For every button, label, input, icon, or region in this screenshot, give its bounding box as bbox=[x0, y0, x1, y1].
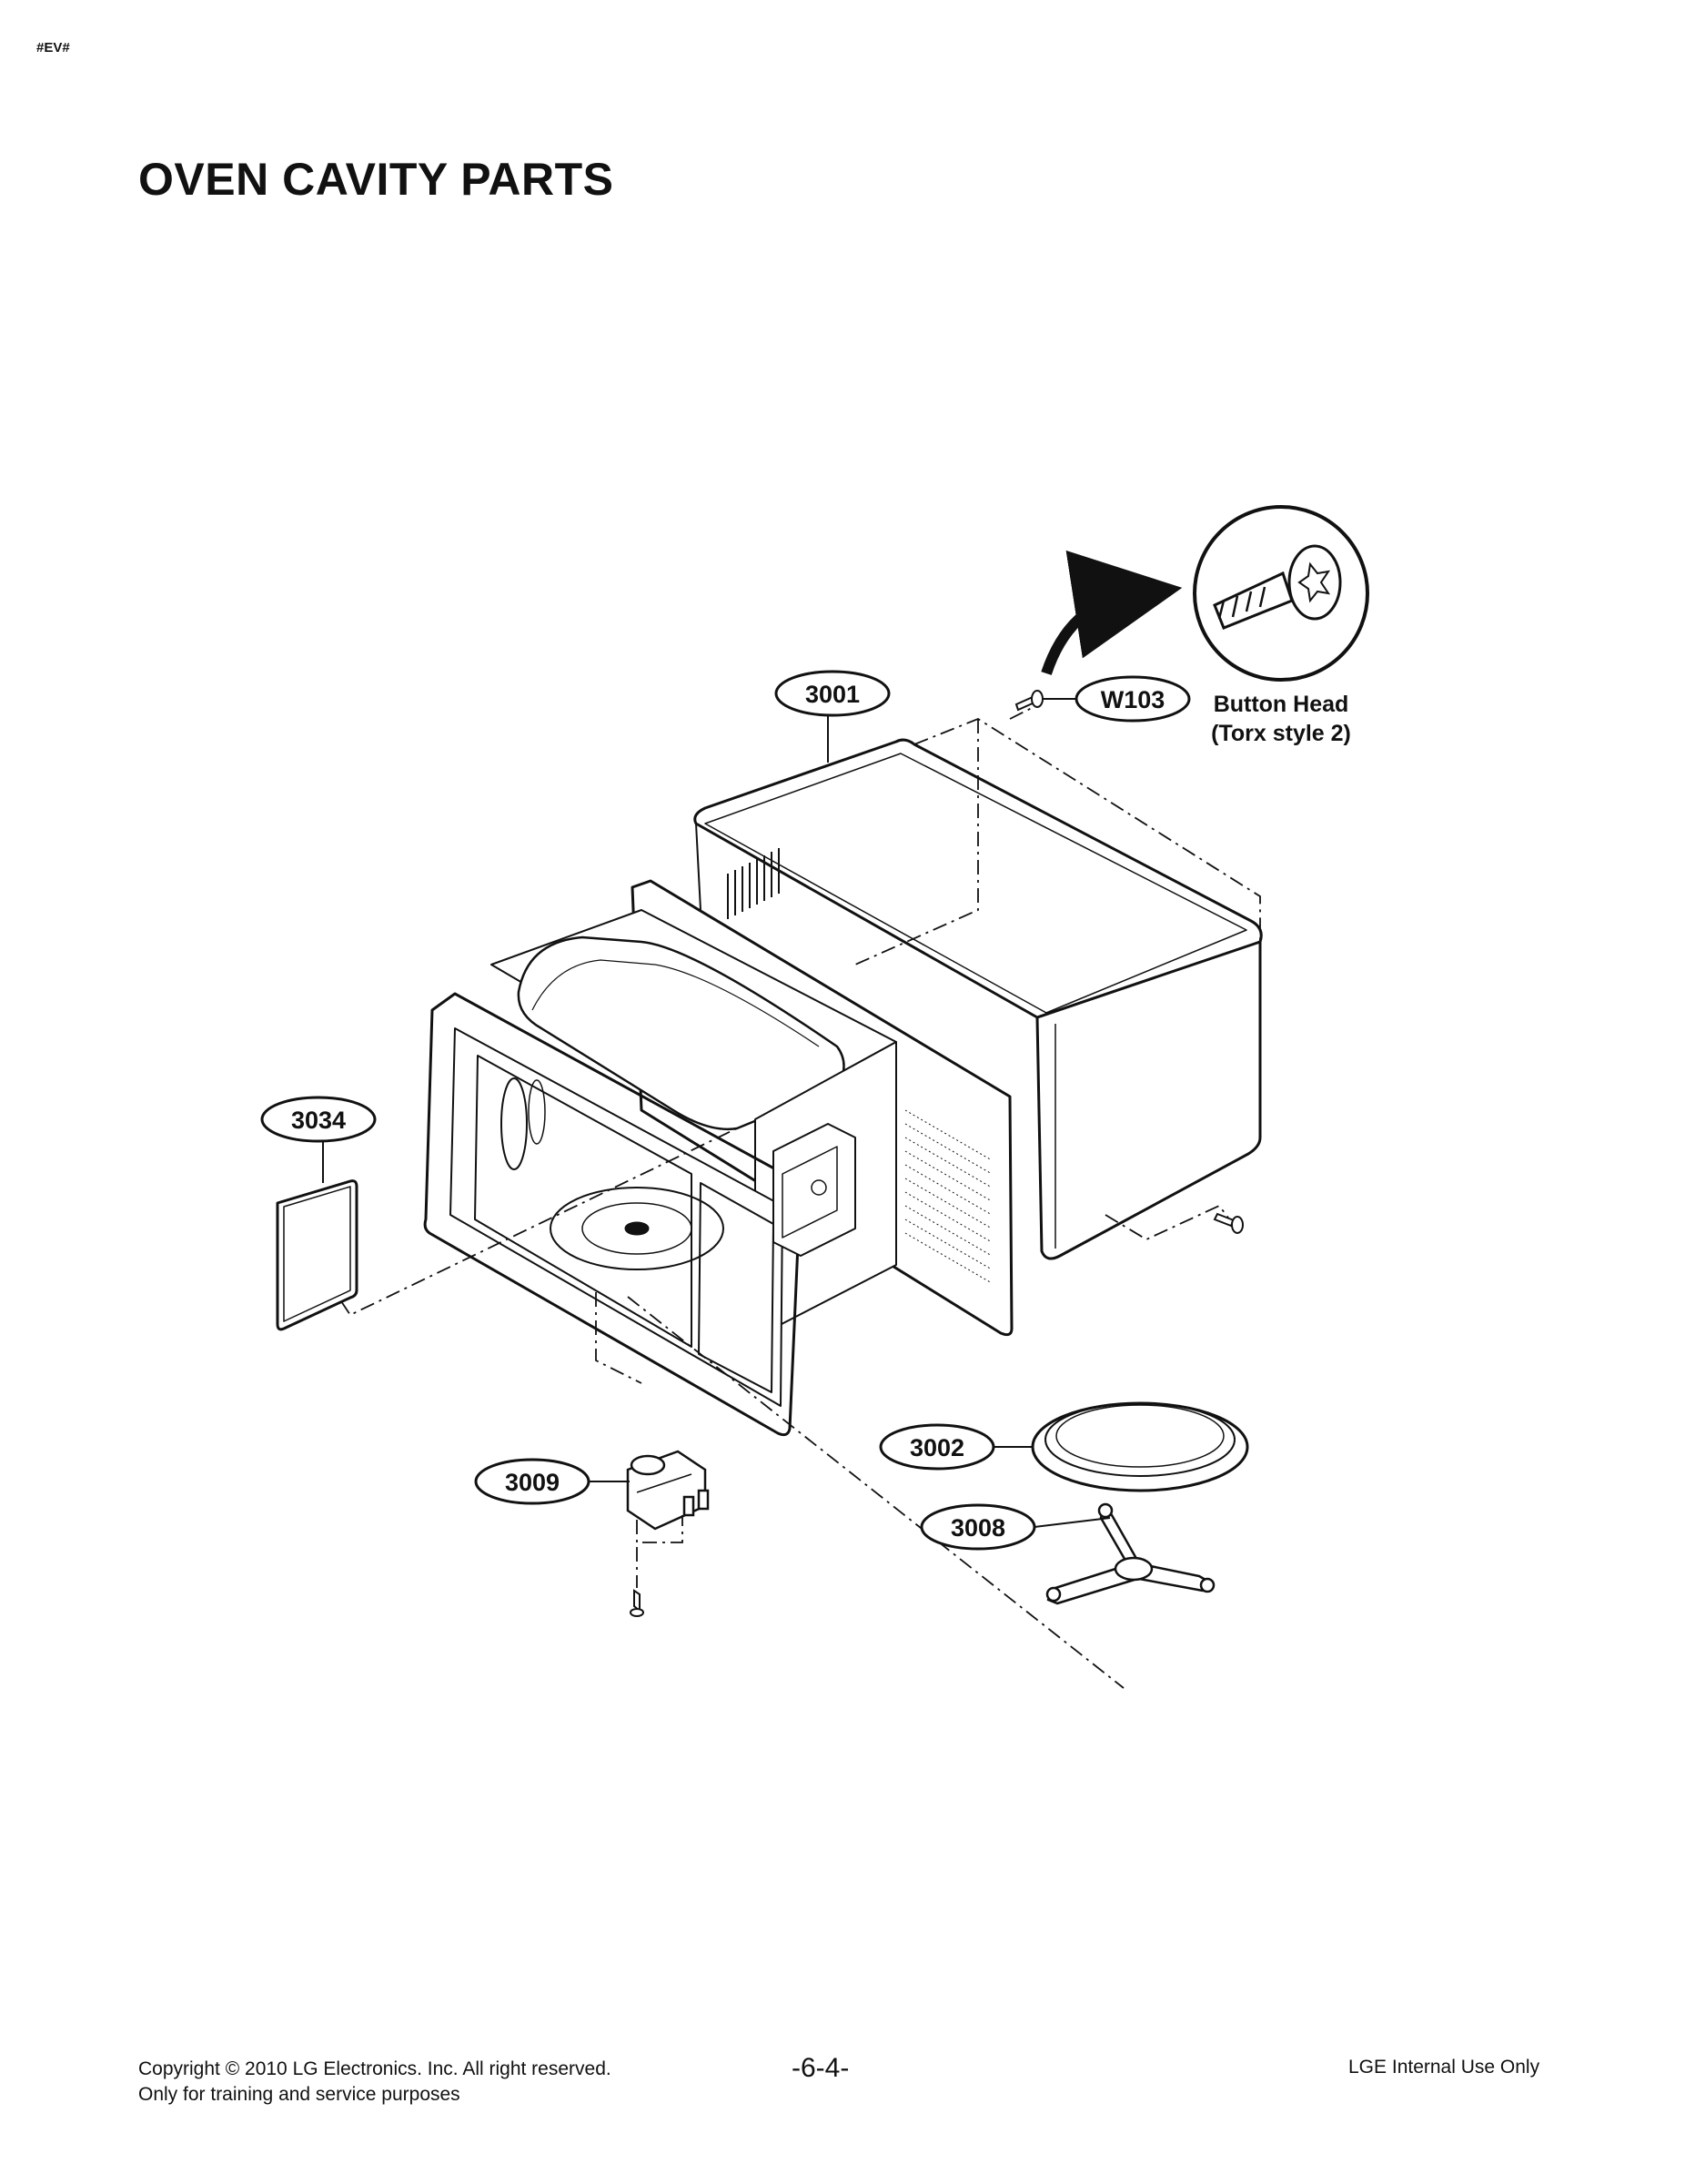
footer-copyright: Copyright © 2010 LG Electronics. Inc. Al… bbox=[138, 2057, 611, 2108]
callout-3034-label: 3034 bbox=[291, 1107, 346, 1134]
part-3034-cover bbox=[276, 1179, 358, 1331]
callout-3034 bbox=[260, 1096, 377, 1183]
page-title: OVEN CAVITY PARTS bbox=[138, 154, 614, 205]
detail-circle bbox=[1193, 505, 1369, 682]
case-vents bbox=[727, 848, 780, 919]
part-3002-tray bbox=[1031, 1401, 1249, 1492]
page-number: -6-4- bbox=[792, 2053, 850, 2083]
callout-3002 bbox=[879, 1423, 1034, 1471]
oven-cavity bbox=[423, 879, 1014, 1437]
callout-w103-label: W103 bbox=[1101, 686, 1165, 713]
callout-3001 bbox=[774, 670, 891, 763]
internal-use-note: LGE Internal Use Only bbox=[1348, 2057, 1540, 2078]
purpose-text: Only for training and service purposes bbox=[138, 2084, 460, 2105]
detail-label-line2: (Torx style 2) bbox=[1211, 721, 1351, 746]
part-3008-roller bbox=[1045, 1502, 1216, 1605]
callout-3002-label: 3002 bbox=[910, 1434, 964, 1461]
document-tag: #EV# bbox=[36, 40, 70, 56]
callout-3009 bbox=[474, 1458, 630, 1505]
callout-3008 bbox=[920, 1503, 1111, 1551]
screw-right bbox=[1213, 1212, 1244, 1234]
motor-alignment bbox=[636, 1515, 683, 1588]
copyright-text: Copyright © 2010 LG Electronics. Inc. Al… bbox=[138, 2058, 611, 2079]
cavity-alignment-lines bbox=[340, 1127, 1125, 1689]
screw-w103 bbox=[1014, 690, 1044, 712]
callout-w103 bbox=[1042, 675, 1191, 723]
part-3009-motor bbox=[626, 1450, 710, 1531]
case-alignment-lines bbox=[854, 704, 1261, 1241]
screw-bottom bbox=[630, 1589, 644, 1617]
detail-label-line1: Button Head bbox=[1214, 692, 1349, 717]
callout-3001-label: 3001 bbox=[805, 681, 860, 708]
callout-3009-label: 3009 bbox=[505, 1469, 560, 1496]
callout-3008-label: 3008 bbox=[951, 1514, 1005, 1542]
detail-arrow bbox=[1041, 550, 1183, 675]
